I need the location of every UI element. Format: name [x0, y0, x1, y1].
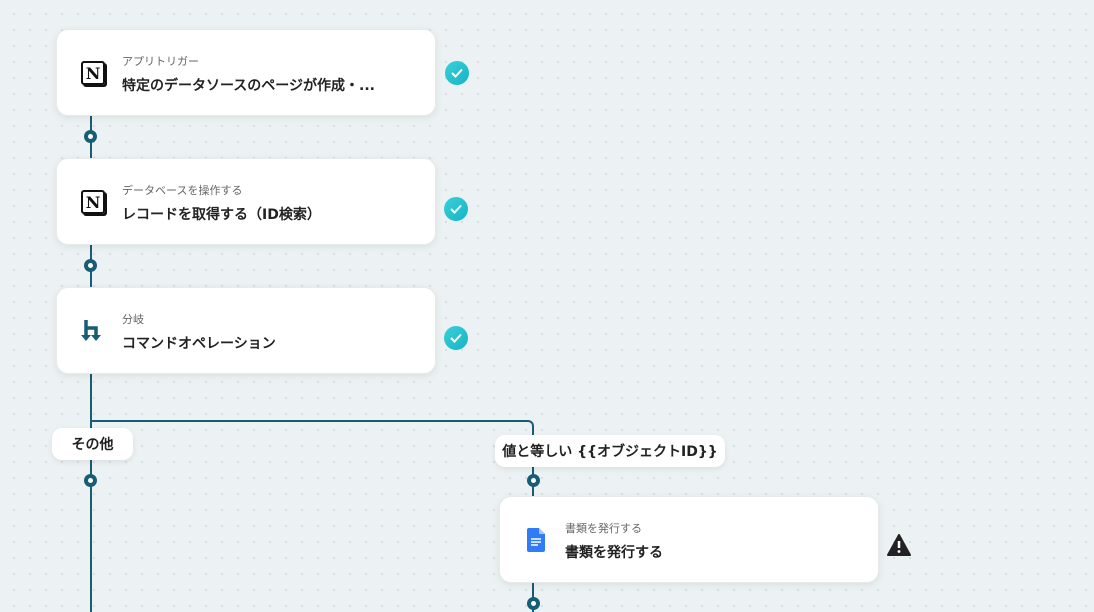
add-step-button[interactable]: [84, 259, 97, 272]
add-step-button[interactable]: [527, 474, 540, 487]
branch-label-other[interactable]: その他: [52, 428, 133, 460]
branch-icon: [79, 317, 107, 345]
step-card-branch[interactable]: 分岐 コマンドオペレーション: [56, 287, 436, 374]
step-card-trigger[interactable]: N アプリトリガー 特定のデータソースのページが作成・...: [56, 29, 436, 116]
notion-icon: N: [79, 188, 107, 216]
step-subtitle: 書類を発行する: [565, 522, 642, 535]
add-step-button[interactable]: [84, 474, 97, 487]
step-title: コマンドオペレーション: [122, 336, 276, 352]
branch-corner: [524, 420, 534, 430]
step-subtitle: アプリトリガー: [122, 55, 199, 68]
notion-icon: N: [79, 59, 107, 87]
step-subtitle: 分岐: [122, 313, 144, 326]
warning-icon: [887, 534, 911, 560]
branch-label-equals[interactable]: 値と等しい {{オブジェクトID}}: [495, 435, 725, 467]
step-title: レコードを取得する（ID検索）: [122, 207, 321, 223]
branch-line: [90, 420, 528, 422]
step-card-issue-document[interactable]: 書類を発行する 書類を発行する: [499, 496, 879, 583]
add-step-button[interactable]: [527, 597, 540, 610]
step-title: 特定のデータソースのページが作成・...: [122, 78, 375, 94]
add-step-button[interactable]: [84, 130, 97, 143]
check-icon: [444, 197, 468, 221]
step-card-get-record[interactable]: N データベースを操作する レコードを取得する（ID検索）: [56, 158, 436, 245]
step-title: 書類を発行する: [565, 545, 663, 561]
check-icon: [445, 61, 469, 85]
google-docs-icon: [522, 526, 550, 554]
check-icon: [444, 326, 468, 350]
step-subtitle: データベースを操作する: [122, 184, 243, 197]
